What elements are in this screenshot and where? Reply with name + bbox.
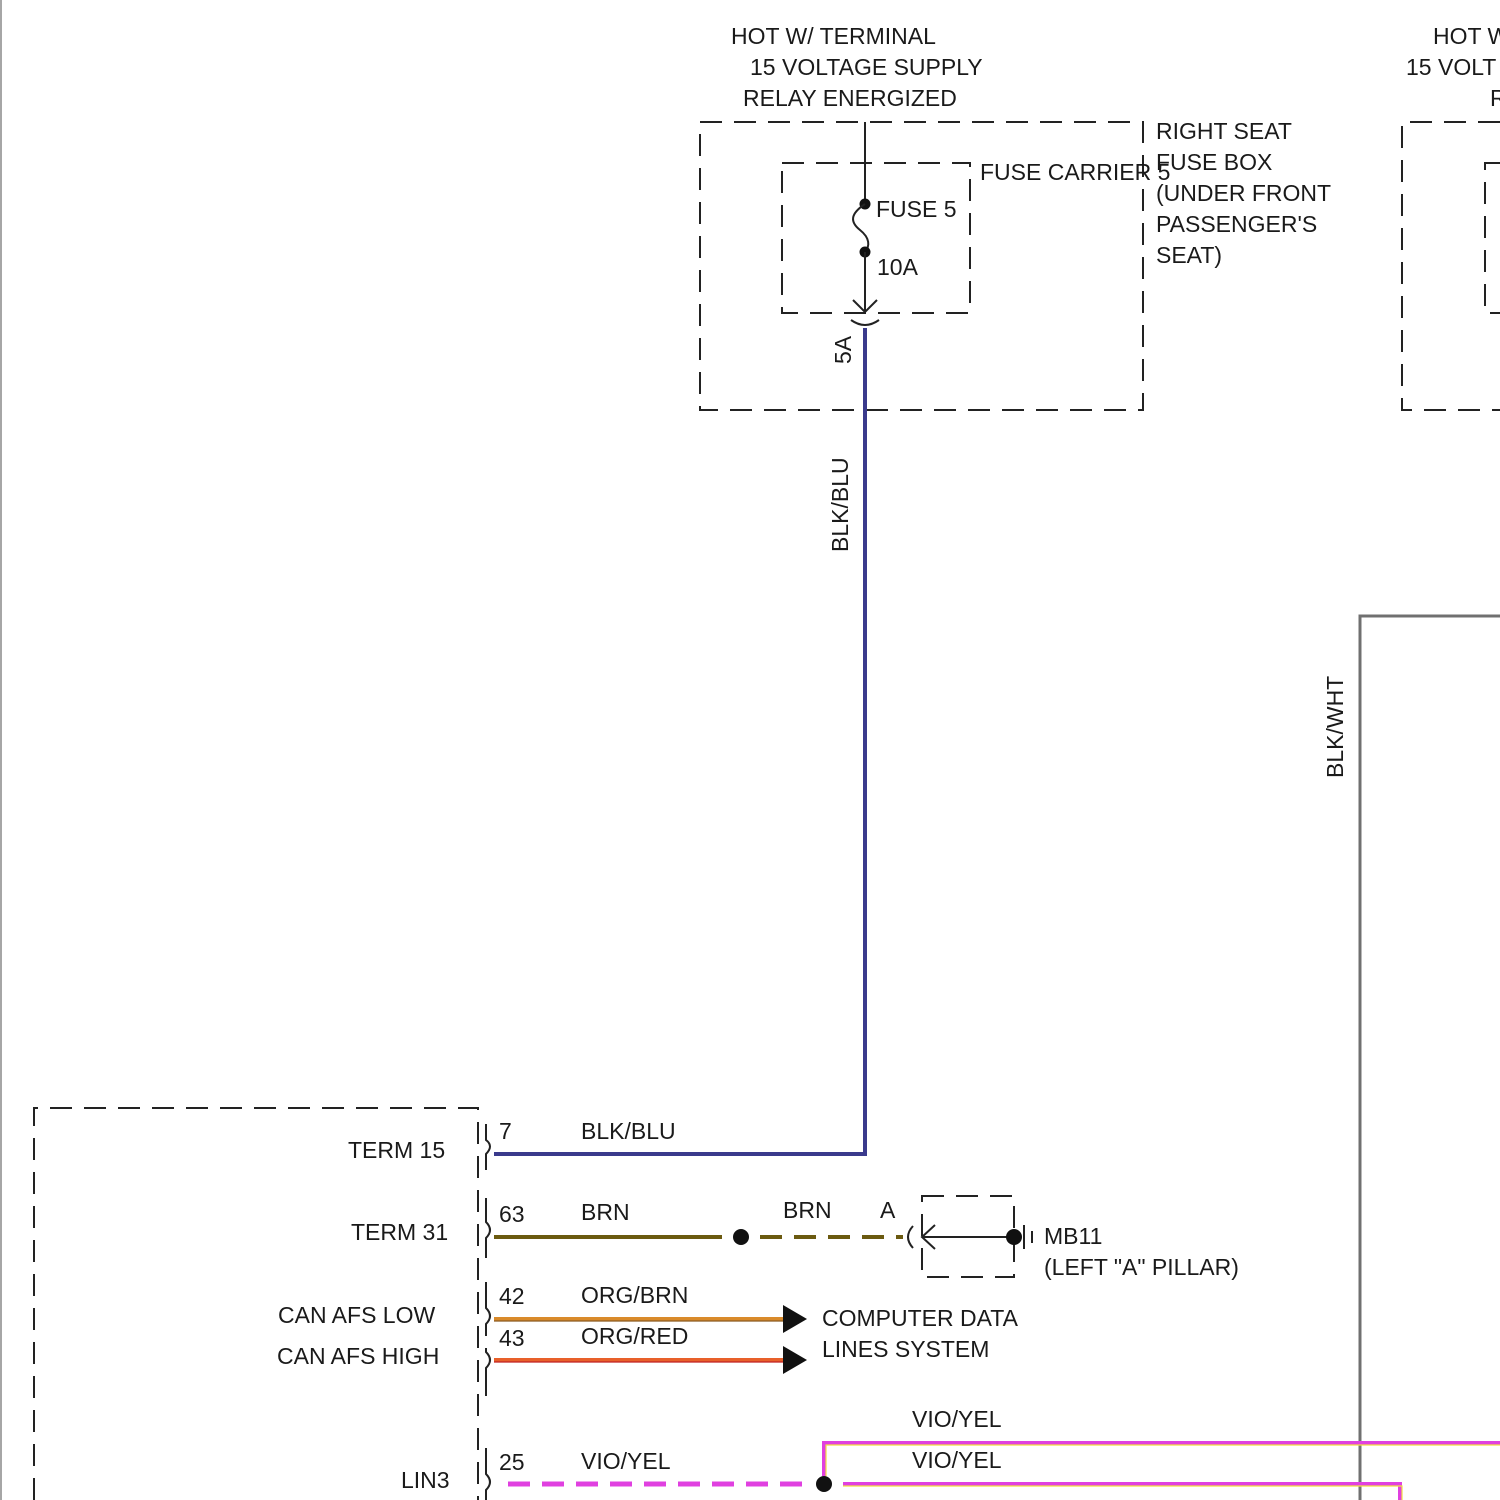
ground-connector-socket [908,1226,913,1248]
pin-7-bracket [486,1124,490,1170]
can-low-arrow [783,1305,807,1333]
terminal-term31: TERM 31 [351,1219,448,1245]
ground-connector-label: A [880,1197,896,1223]
right-supply-label-line3: R [1490,85,1500,111]
pin-number-25: 25 [499,1449,525,1475]
ground-point [1006,1229,1022,1245]
wire-label-pin7: BLK/BLU [581,1118,676,1144]
supply-label-line3: RELAY ENERGIZED [743,85,957,111]
fuse-box-label-line5: SEAT) [1156,242,1222,268]
data-lines-label-line1: COMPUTER DATA [822,1305,1019,1331]
pin-63-bracket [486,1198,490,1258]
terminal-can-afs-high: CAN AFS HIGH [277,1343,439,1369]
pin-number-63: 63 [499,1201,525,1227]
fuse-name: FUSE 5 [876,196,957,222]
right-fuse-carrier-outline [1485,163,1500,313]
fuse-box-label-line3: (UNDER FRONT [1156,180,1331,206]
fuse-box-label-line4: PASSENGER'S [1156,211,1317,237]
wire-label-pin63: BRN [581,1199,630,1225]
ground-name: MB11 [1044,1223,1102,1249]
pin-number-43: 43 [499,1325,525,1351]
terminal-lin3: LIN3 [401,1467,450,1493]
fuse-carrier-outline [782,163,970,313]
fuse-rating: 10A [877,254,919,280]
terminal-can-afs-low: CAN AFS LOW [278,1302,435,1328]
wire-vio-yel-lower-trace [843,1486,1402,1500]
wire-label-vio-yel-upper: VIO/YEL [912,1406,1002,1432]
brn-splice [733,1229,749,1245]
can-high-arrow [783,1346,807,1374]
terminal-term15: TERM 15 [348,1137,445,1163]
wire-blk-blu-vertical-label: BLK/BLU [827,457,853,552]
pin-43-bracket [486,1348,490,1396]
pin-number-7: 7 [499,1118,512,1144]
fuse-symbol [853,204,868,252]
wire-label-pin43: ORG/RED [581,1323,688,1349]
supply-label-line2: 15 VOLTAGE SUPPLY [750,54,983,80]
vio-yel-splice [816,1476,832,1492]
fuse-box-label-line1: RIGHT SEAT [1156,118,1292,144]
wire-blk-blu [494,328,865,1154]
wire-blk-wht [1360,616,1500,1500]
right-supply-label-line2: 15 VOLT [1406,54,1496,80]
wire-label-pin42: ORG/BRN [581,1282,688,1308]
wire-blk-wht-label: BLK/WHT [1322,676,1348,778]
fuse-box-label-line2: FUSE BOX [1156,149,1272,175]
connector-socket [851,320,879,325]
ground-location: (LEFT "A" PILLAR) [1044,1254,1239,1280]
wire-label-vio-yel-lower: VIO/YEL [912,1447,1002,1473]
fuse-carrier-label: FUSE CARRIER 5 [980,159,1170,185]
pin-25-bracket [486,1448,490,1500]
right-supply-label-line1: HOT W [1433,23,1500,49]
pin-number-42: 42 [499,1283,525,1309]
pin-42-bracket [486,1282,490,1336]
ground-wire-label: BRN [783,1197,832,1223]
supply-label-line1: HOT W/ TERMINAL [731,23,936,49]
fuse-pin-label: 5A [830,335,856,364]
wire-label-pin25: VIO/YEL [581,1448,671,1474]
data-lines-label-line2: LINES SYSTEM [822,1336,989,1362]
